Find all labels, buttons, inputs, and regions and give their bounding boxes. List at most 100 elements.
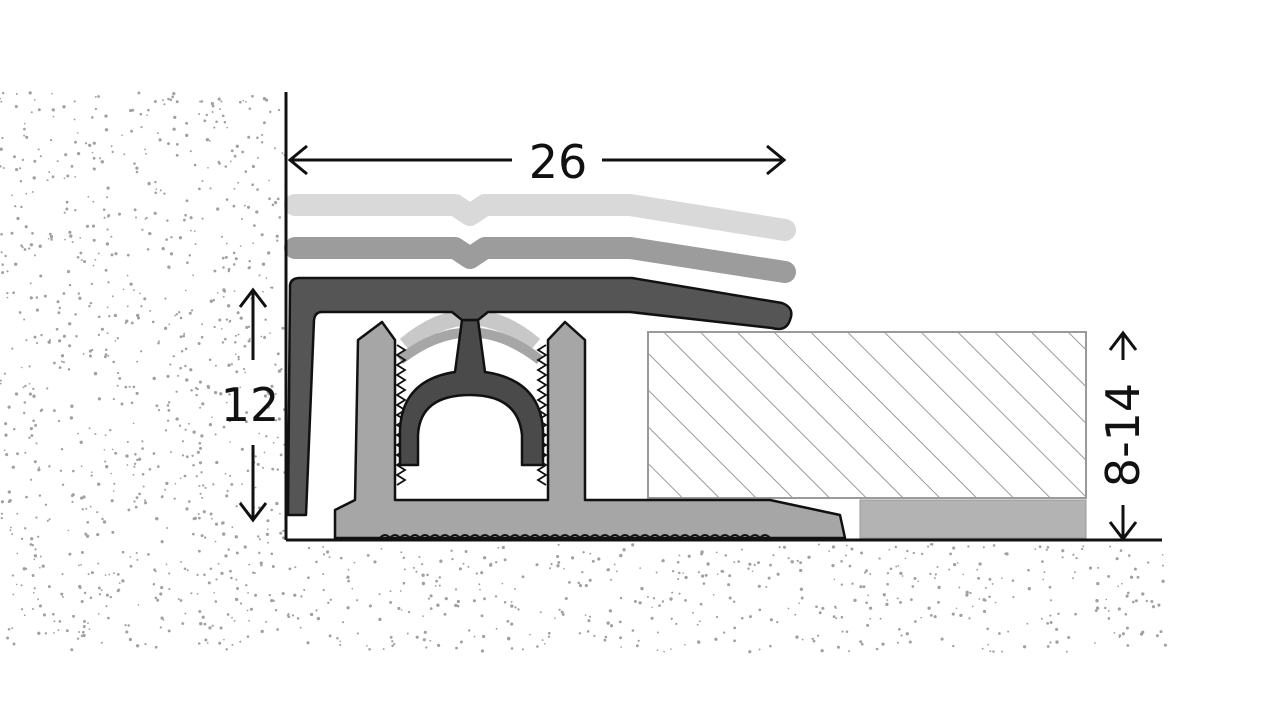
stipple-dot xyxy=(796,559,799,563)
stipple-dot xyxy=(741,616,744,620)
stipple-dot xyxy=(958,586,961,589)
stipple-dot xyxy=(239,640,242,643)
stipple-dot xyxy=(1075,556,1078,560)
stipple-dot xyxy=(714,637,718,641)
stipple-dot xyxy=(258,551,261,555)
stipple-dot xyxy=(11,574,15,577)
stipple-dot xyxy=(137,604,140,606)
stipple-dot xyxy=(78,564,80,567)
stipple-dot xyxy=(164,488,166,491)
stipple-dot xyxy=(196,450,200,454)
stipple-dot xyxy=(112,490,115,492)
stipple-dot xyxy=(798,602,801,605)
stipple-dot xyxy=(66,270,71,274)
stipple-dot xyxy=(181,454,185,457)
stipple-dot xyxy=(981,647,984,650)
stipple-dot xyxy=(1041,560,1044,563)
stipple-dot xyxy=(104,434,107,437)
stipple-dot xyxy=(195,475,198,478)
stipple-dot xyxy=(132,289,135,292)
stipple-dot xyxy=(263,394,268,398)
stipple-dot xyxy=(886,572,890,575)
stipple-dot xyxy=(994,601,997,604)
stipple-dot xyxy=(216,207,220,211)
stipple-dot xyxy=(637,639,640,642)
stipple-dot xyxy=(11,533,14,536)
stipple-dot xyxy=(1,263,4,266)
stipple-dot xyxy=(185,121,189,125)
stipple-dot xyxy=(391,640,394,643)
stipple-dot xyxy=(30,537,34,541)
stipple-dot xyxy=(160,495,164,499)
stipple-dot xyxy=(316,616,321,621)
stipple-dot xyxy=(23,411,26,415)
stipple-dot xyxy=(129,282,133,286)
stipple-dot xyxy=(217,160,220,163)
stipple-dot xyxy=(438,576,442,579)
stipple-dot xyxy=(69,416,74,420)
stipple-dot xyxy=(578,584,583,588)
stipple-dot xyxy=(406,632,409,635)
stipple-dot xyxy=(1000,577,1003,580)
stipple-dot xyxy=(215,460,219,465)
stipple-dot xyxy=(196,593,199,595)
stipple-dot xyxy=(116,384,119,387)
stipple-dot xyxy=(74,176,77,178)
stipple-dot xyxy=(205,138,210,142)
stipple-dot xyxy=(101,517,104,521)
stipple-dot xyxy=(663,650,665,653)
stipple-dot xyxy=(865,569,868,573)
stipple-dot xyxy=(147,553,150,556)
stipple-dot xyxy=(933,577,936,580)
stipple-dot xyxy=(68,552,72,556)
stipple-dot xyxy=(342,621,345,624)
stipple-dot xyxy=(282,529,285,533)
stipple-dot xyxy=(28,91,32,95)
stipple-dot xyxy=(219,392,223,396)
stipple-dot xyxy=(1113,632,1116,634)
stipple-dot xyxy=(494,560,498,564)
stipple-dot xyxy=(223,638,225,641)
stipple-dot xyxy=(35,442,38,445)
stipple-dot xyxy=(144,218,147,220)
stipple-dot xyxy=(206,642,209,644)
stipple-dot xyxy=(153,568,156,572)
stipple-dot xyxy=(74,313,77,316)
stipple-dot xyxy=(1117,607,1121,611)
stipple-dot xyxy=(769,644,772,648)
base-profile xyxy=(333,320,847,540)
stipple-dot xyxy=(421,573,425,577)
stipple-dot xyxy=(113,313,118,318)
stipple-dot xyxy=(853,598,857,603)
stipple-dot xyxy=(248,259,251,263)
stipple-dot xyxy=(948,568,951,571)
stipple-dot xyxy=(270,598,274,603)
stipple-dot xyxy=(501,582,504,585)
stipple-dot xyxy=(245,584,248,587)
stipple-dot xyxy=(684,575,688,580)
stipple-dot xyxy=(712,593,715,596)
stipple-dot xyxy=(172,92,176,96)
stipple-dot xyxy=(1107,609,1110,612)
stipple-dot xyxy=(121,134,123,137)
stipple-dot xyxy=(213,126,216,129)
stipple-dot xyxy=(450,549,453,552)
stipple-dot xyxy=(70,648,74,652)
stipple-dot xyxy=(832,615,836,619)
stipple-dot xyxy=(402,556,406,560)
stipple-dot xyxy=(232,263,236,266)
stipple-dot xyxy=(1115,557,1119,561)
stipple-dot xyxy=(869,573,872,575)
stipple-dot xyxy=(121,579,125,583)
stipple-dot xyxy=(248,266,252,269)
stipple-dot xyxy=(1061,556,1064,559)
stipple-dot xyxy=(254,486,257,489)
stipple-dot xyxy=(669,597,673,601)
stipple-dot xyxy=(478,583,481,586)
stipple-dot xyxy=(267,251,271,255)
stipple-dot xyxy=(610,578,613,581)
stipple-dot xyxy=(5,453,9,457)
stipple-dot xyxy=(658,604,661,607)
stipple-dot xyxy=(253,224,256,227)
stipple-dot xyxy=(104,574,107,576)
